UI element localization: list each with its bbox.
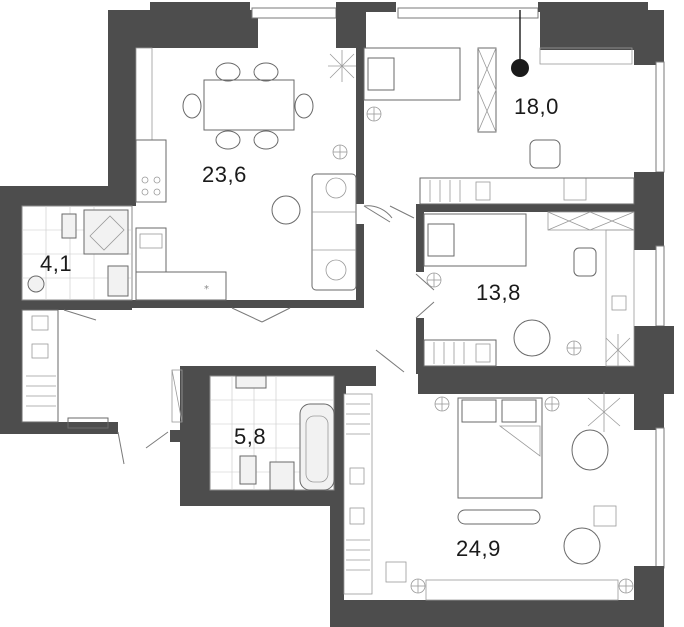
bedroom-bottom-furniture [343,392,634,601]
room-area-bedroom-bottom: 24,9 [456,536,501,561]
svg-text:*: * [204,284,209,295]
bathroom-furniture [209,375,335,491]
room-area-kitchen-living: 23,6 [202,162,247,187]
room-area-bathroom-small: 4,1 [40,251,73,276]
room-area-bedroom-top-right: 18,0 [514,94,559,119]
kitchen-living-furniture: * [135,47,357,301]
bedroom-top-right-furniture [363,10,635,205]
bedroom-middle-furniture [423,211,635,367]
hall-furniture [21,309,183,429]
room-area-bathroom: 5,8 [234,424,267,449]
room-area-bedroom-middle: 13,8 [476,280,521,305]
bathroom-small-furniture [21,205,133,301]
